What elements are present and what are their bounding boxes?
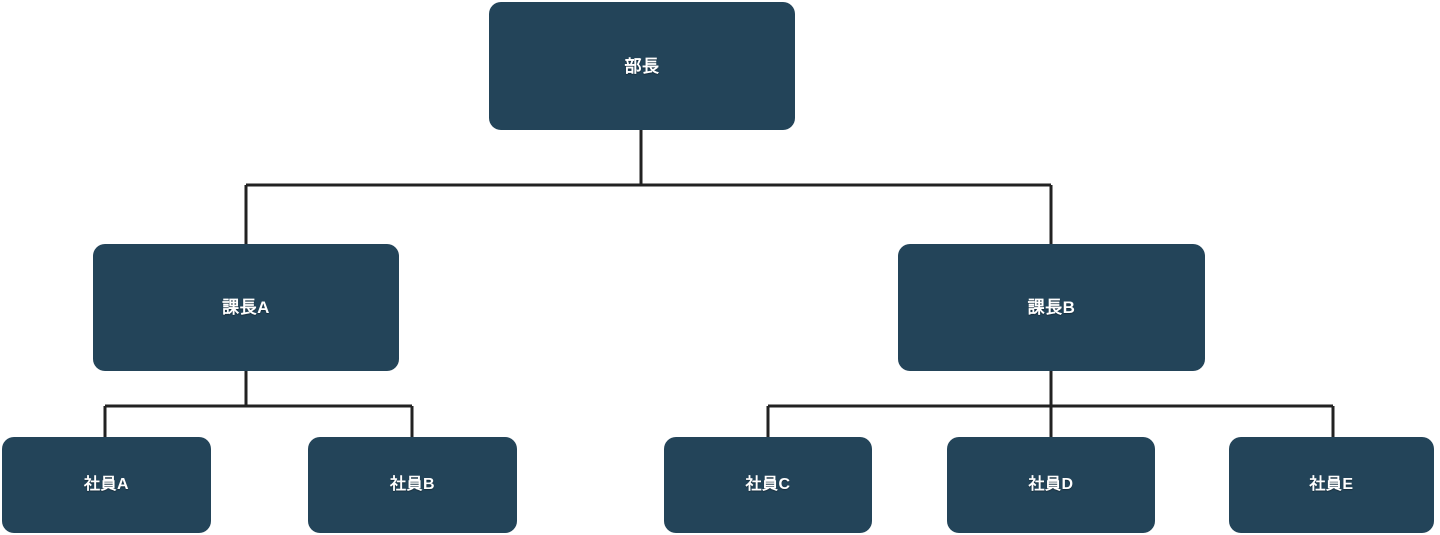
node-shain-a[interactable]: 社員A (2, 437, 211, 533)
node-shain-d[interactable]: 社員D (947, 437, 1155, 533)
node-shain-b-label: 社員B (389, 476, 436, 493)
node-kacho-b[interactable]: 課長B (898, 244, 1205, 371)
node-kacho-a-label: 課長A (222, 298, 270, 317)
node-kacho-b-label: 課長B (1027, 298, 1076, 317)
node-shain-c-label: 社員C (745, 476, 791, 493)
node-shain-e[interactable]: 社員E (1229, 437, 1434, 533)
node-kacho-a[interactable]: 課長A (93, 244, 399, 371)
node-shain-e-label: 社員E (1309, 476, 1354, 493)
node-bucho[interactable]: 部長 (489, 2, 795, 130)
node-shain-c[interactable]: 社員C (664, 437, 872, 533)
node-shain-d-label: 社員D (1028, 476, 1074, 493)
node-shain-b[interactable]: 社員B (308, 437, 517, 533)
node-bucho-label: 部長 (624, 56, 660, 76)
node-shain-a-label: 社員A (83, 476, 130, 493)
